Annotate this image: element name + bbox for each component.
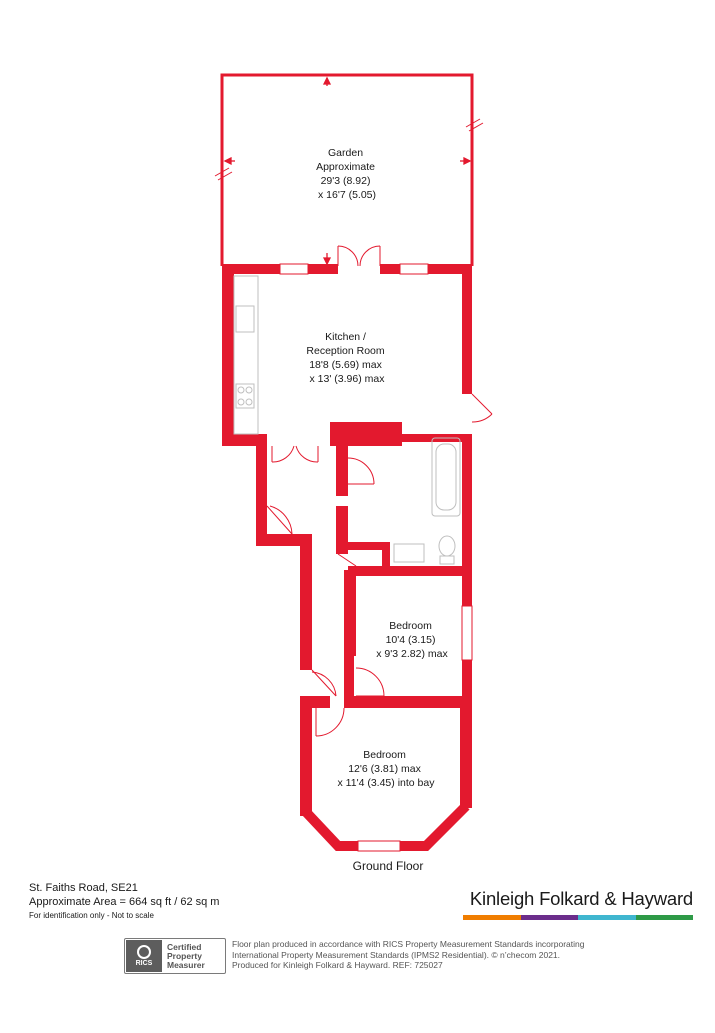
approximate-area: Approximate Area = 664 sq ft / 62 sq m bbox=[29, 896, 220, 908]
garden-outline bbox=[220, 73, 474, 266]
rics-certification: Certified Property Measurer bbox=[167, 941, 205, 970]
garden-dimension-arrows bbox=[223, 76, 472, 266]
brand-bar-purple bbox=[520, 915, 578, 920]
garden-break-marks bbox=[214, 118, 484, 181]
rics-logo: RICS bbox=[126, 940, 162, 972]
kitchen-label: Kitchen / Reception Room 18'8 (5.69) max… bbox=[306, 331, 387, 385]
street-address: St. Faiths Road, SE21 bbox=[29, 882, 138, 894]
rics-badge: RICS Certified Property Measurer bbox=[124, 938, 226, 974]
floor-plan: Garden Approximate 29'3 (8.92) x 16'7 (5… bbox=[214, 73, 493, 870]
basin bbox=[393, 543, 425, 563]
rics-emblem-icon bbox=[137, 945, 151, 959]
walls bbox=[222, 264, 472, 816]
identification-note: For identification only - Not to scale bbox=[29, 911, 154, 920]
disclaimer: Floor plan produced in accordance with R… bbox=[232, 939, 585, 970]
fixtures bbox=[233, 275, 461, 565]
brand-bar-cyan bbox=[578, 915, 636, 920]
agent-branding: Kinleigh Folkard & Hayward bbox=[463, 888, 693, 920]
bay-window bbox=[302, 802, 470, 851]
brand-bar-orange bbox=[463, 915, 521, 920]
bedroom-1-label: Bedroom 10'4 (3.15) x 9'3 2.82) max bbox=[376, 620, 448, 660]
kitchen-worktop bbox=[233, 275, 259, 435]
doors bbox=[266, 245, 493, 737]
brand-color-bar bbox=[463, 915, 693, 920]
bedroom-2-label: Bedroom 12'6 (3.81) max x 11'4 (3.45) in… bbox=[338, 749, 436, 789]
brand-bar-green bbox=[635, 915, 693, 920]
agent-name: Kinleigh Folkard & Hayward bbox=[469, 888, 693, 909]
floor-label: Ground Floor bbox=[353, 859, 424, 870]
garden-label: Garden Approximate 29'3 (8.92) x 16'7 (5… bbox=[316, 147, 378, 201]
kitchen-hob bbox=[235, 383, 255, 409]
windows bbox=[279, 263, 473, 852]
kitchen-sink bbox=[235, 305, 255, 333]
rics-mark-text: RICS bbox=[135, 960, 153, 967]
toilet bbox=[438, 535, 456, 557]
bath bbox=[431, 437, 461, 517]
address-block: St. Faiths Road, SE21 Approximate Area =… bbox=[29, 881, 219, 923]
